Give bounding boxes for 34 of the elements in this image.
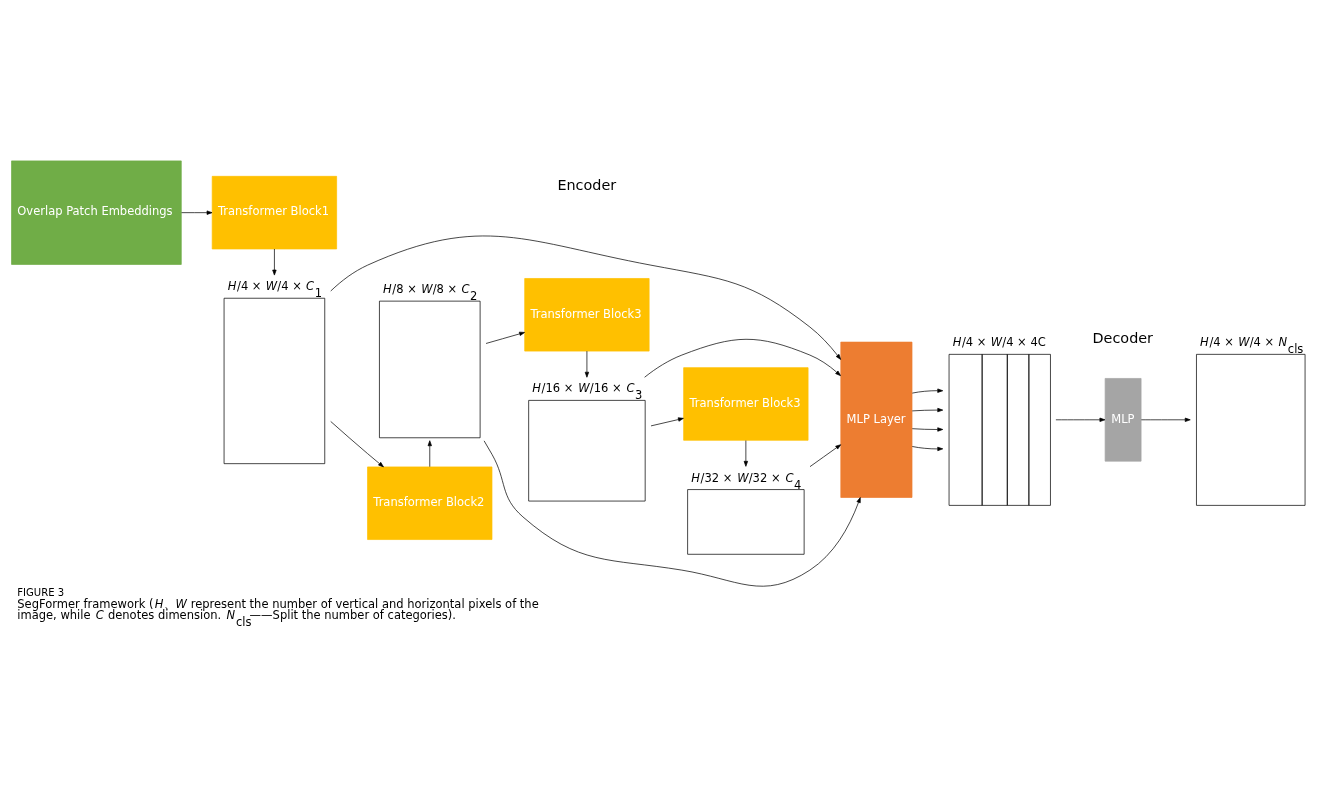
node-box: Transformer Block1 [211, 175, 337, 249]
label: Encoder [557, 176, 617, 193]
node-box: MLP [1104, 377, 1142, 461]
arrow [485, 331, 525, 344]
node-label: H/4 × W/4 × 4C [952, 334, 1046, 349]
arrow [911, 445, 944, 451]
arrow [1055, 417, 1106, 422]
arrow [1140, 417, 1191, 422]
arrow [272, 248, 277, 275]
node-box: Overlap Patch Embeddings [11, 160, 182, 265]
arrow [584, 350, 590, 378]
node-box: Transformer Block3 [683, 366, 809, 441]
diagram-title: FIGURE 3 [17, 587, 65, 598]
arrow [330, 420, 384, 467]
arrow [483, 439, 861, 586]
arrow [330, 235, 842, 360]
node-box: Transformer Block3 [524, 277, 650, 351]
arrow [911, 407, 944, 412]
arrow [809, 443, 842, 467]
node-box: Transformer Block2 [367, 466, 493, 540]
arrow [743, 439, 748, 467]
arrow [644, 338, 841, 378]
arrow [181, 210, 213, 215]
node-box: MLP Layer [840, 341, 913, 498]
label: Decoder [1092, 329, 1154, 346]
node-bar [223, 297, 326, 464]
arrow [650, 416, 684, 426]
arrow [911, 426, 944, 432]
node-bar [687, 488, 805, 555]
node-bar [1196, 353, 1306, 506]
node-bar [528, 399, 646, 501]
arrow [911, 388, 944, 393]
arrow [427, 439, 432, 467]
node-bar [379, 300, 481, 438]
